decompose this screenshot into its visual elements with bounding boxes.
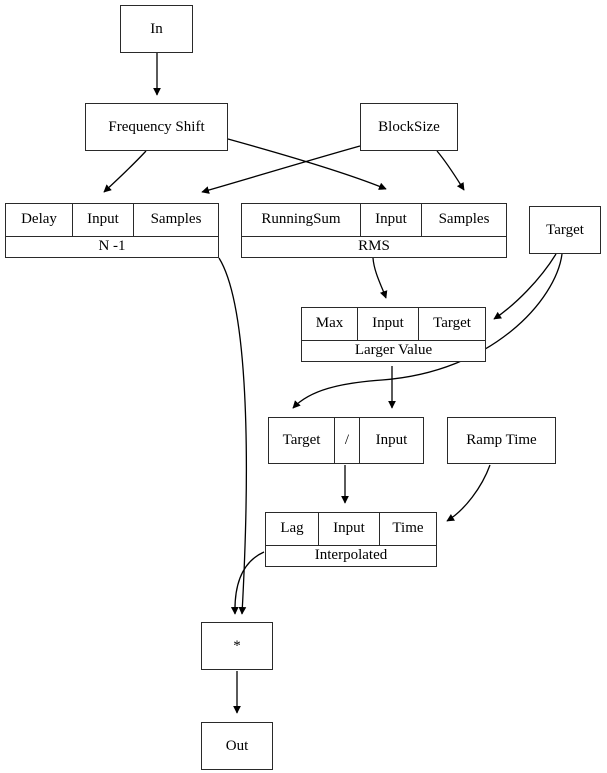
node-divide-port-target[interactable]: Target [269, 418, 335, 463]
edge-frequency-shift-to-delay-input [103, 150, 147, 193]
node-max-port-input[interactable]: Input [358, 308, 419, 340]
node-blocksize-label: BlockSize [378, 118, 440, 135]
node-delay-port-samples[interactable]: Samples [150, 211, 202, 228]
node-divide-port-operator[interactable]: / [335, 418, 360, 463]
node-ramp-time-label: Ramp Time [466, 432, 537, 448]
node-divide-port-input[interactable]: Input [375, 432, 408, 448]
node-rms-port-input[interactable]: Input [361, 204, 422, 236]
node-delay-port-delay[interactable]: Delay [6, 204, 73, 236]
node-divide-ports: Target / Input [269, 418, 423, 463]
node-blocksize[interactable]: BlockSize [360, 103, 458, 151]
node-rms[interactable]: RunningSum Input Samples RMS [241, 203, 507, 258]
node-delay-ports: Delay Input Samples [6, 204, 218, 236]
edge-target-to-max-target [493, 253, 557, 320]
edge-blocksize-to-rms-samples [436, 150, 465, 191]
node-target-label: Target [546, 221, 584, 238]
node-lag-port-input[interactable]: Input [319, 513, 380, 545]
node-max-port-max[interactable]: Max [302, 308, 358, 340]
edge-lag-to-multiply [230, 551, 265, 615]
node-lag-port-time[interactable]: Time [392, 520, 424, 537]
node-rms-port-samples[interactable]: Samples [438, 211, 490, 228]
edge-delay-to-multiply [218, 257, 248, 615]
node-rms-port-runningsum[interactable]: RunningSum [242, 204, 361, 236]
node-lag[interactable]: Lag Input Time Interpolated [265, 512, 437, 567]
node-max[interactable]: Max Input Target Larger Value [301, 307, 486, 362]
node-lag-port-lag[interactable]: Lag [266, 513, 319, 545]
node-in-label: In [150, 20, 163, 37]
node-frequency-shift[interactable]: Frequency Shift [85, 103, 228, 151]
node-delay[interactable]: Delay Input Samples N -1 [5, 203, 219, 258]
node-rms-caption: RMS [242, 235, 506, 257]
node-multiply[interactable]: * [201, 622, 273, 670]
node-lag-caption: Interpolated [266, 544, 436, 566]
node-divide[interactable]: Target / Input [268, 417, 424, 464]
node-max-ports: Max Input Target [302, 308, 485, 340]
edge-blocksize-to-delay-samples [201, 145, 361, 194]
node-target[interactable]: Target [529, 206, 601, 254]
node-delay-port-input[interactable]: Input [73, 204, 134, 236]
node-frequency-shift-label: Frequency Shift [108, 118, 205, 135]
node-in[interactable]: In [120, 5, 193, 53]
node-max-port-target[interactable]: Target [433, 315, 471, 332]
edge-ramptime-to-lag-time [446, 464, 491, 522]
node-lag-ports: Lag Input Time [266, 513, 436, 545]
node-out-label: Out [225, 737, 249, 754]
node-rms-ports: RunningSum Input Samples [242, 204, 506, 236]
node-max-caption: Larger Value [302, 339, 485, 361]
node-out[interactable]: Out [201, 722, 273, 770]
edge-rms-to-max-input [372, 257, 388, 299]
node-ramp-time[interactable]: Ramp Time [447, 417, 556, 464]
node-delay-caption: N -1 [6, 235, 218, 257]
node-multiply-label: * [233, 637, 241, 654]
